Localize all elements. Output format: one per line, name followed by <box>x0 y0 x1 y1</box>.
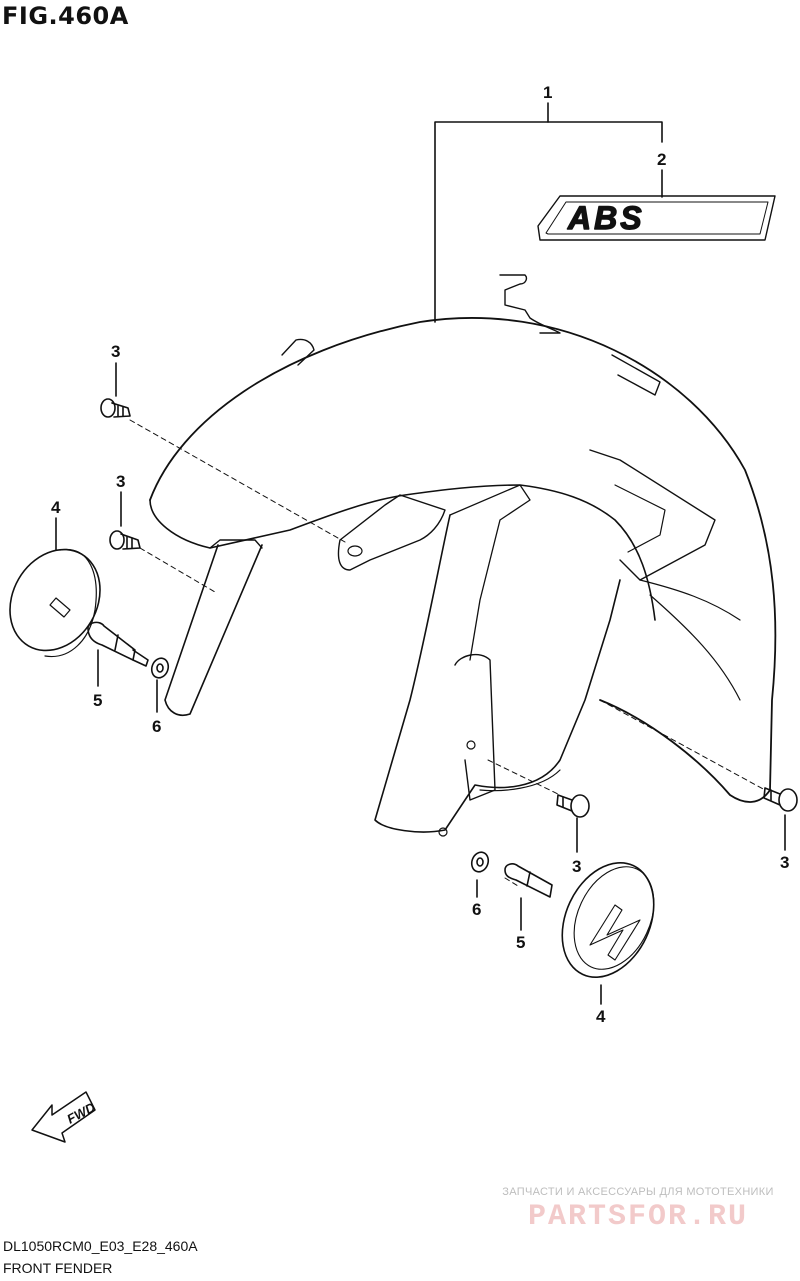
callout-6: 6 <box>472 900 481 919</box>
diagram-caption: FRONT FENDER <box>3 1260 113 1276</box>
callout-2: 2 <box>657 150 666 169</box>
callout-3: 3 <box>780 853 789 872</box>
callout-3: 3 <box>111 342 120 361</box>
bolt-3c <box>556 794 590 818</box>
callout-4: 4 <box>51 498 61 517</box>
callout-3: 3 <box>572 857 581 876</box>
callout-3: 3 <box>116 472 125 491</box>
front-fender <box>149 274 777 837</box>
abs-emblem <box>537 195 776 241</box>
leader-lines <box>55 102 786 1005</box>
callout-6: 6 <box>152 717 161 736</box>
bolt-3d <box>763 787 798 812</box>
callout-5: 5 <box>93 691 102 710</box>
watermark-tagline: ЗАПЧАСТИ И АКСЕССУАРЫ ДЛЯ МОТОТЕХНИКИ <box>502 1186 774 1198</box>
alignment-dashes <box>129 419 766 887</box>
spacer-5a <box>87 621 149 667</box>
cap-4a <box>9 548 101 658</box>
diagram-code: DL1050RCM0_E03_E28_460A <box>3 1238 198 1254</box>
callout-5: 5 <box>516 933 525 952</box>
bolt-3b <box>109 530 141 550</box>
washer-6b <box>470 851 490 873</box>
bolt-3a <box>100 398 131 418</box>
abs-emblem-text: ABS <box>567 200 645 236</box>
figure-title: FIG.460A <box>2 2 129 30</box>
washer-6a <box>150 657 170 679</box>
fwd-arrow <box>31 1091 96 1143</box>
cap-4b <box>561 861 655 979</box>
watermark: ЗАПЧАСТИ И АКСЕССУАРЫ ДЛЯ МОТОТЕХНИКИ PA… <box>488 1186 788 1234</box>
watermark-brand: PARTSFOR.RU <box>527 1200 749 1234</box>
spacer-5b <box>504 863 553 898</box>
callout-1: 1 <box>543 83 552 102</box>
callout-4: 4 <box>596 1007 606 1026</box>
